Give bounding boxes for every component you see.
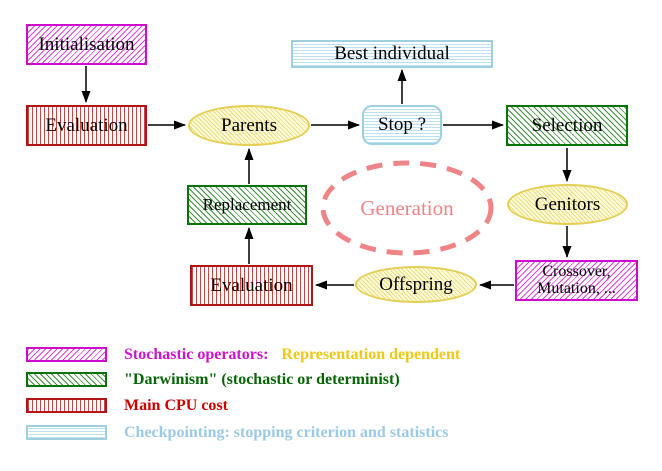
node-stop: Stop ? xyxy=(362,105,442,145)
node-evaluation-bottom: Evaluation xyxy=(190,265,313,306)
node-selection-label: Selection xyxy=(531,114,603,136)
node-mutation-label: Mutation, ... xyxy=(537,279,616,297)
legend-swatch-darwinism xyxy=(26,372,107,387)
node-crossover-label: Crossover, xyxy=(542,262,611,280)
generation-label: Generation xyxy=(360,196,454,220)
node-crossover-mutation: Crossover, Mutation, ... xyxy=(515,260,638,301)
node-genitors: Genitors xyxy=(507,184,628,225)
node-evaluation-bottom-label: Evaluation xyxy=(210,274,293,296)
node-parents: Parents xyxy=(188,105,310,146)
generation-dashed-ellipse xyxy=(320,160,494,256)
legend-row-checkpointing: Checkpointing: stopping criterion and st… xyxy=(124,423,449,441)
legend-row-stochastic: Stochastic operators: Representation dep… xyxy=(124,345,461,363)
legend-row-cpu-cost: Main CPU cost xyxy=(124,396,228,414)
node-initialisation-label: Initialisation xyxy=(38,33,135,55)
legend-row-darwinism: "Darwinism" (stochastic or determinist) xyxy=(124,370,400,388)
legend-swatch-cpu-cost xyxy=(26,398,107,413)
node-best-individual-label: Best individual xyxy=(334,43,450,65)
node-selection: Selection xyxy=(506,105,628,146)
node-offspring-label: Offspring xyxy=(379,273,453,295)
node-best-individual: Best individual xyxy=(291,40,493,68)
node-replacement-label: Replacement xyxy=(202,195,292,215)
legend-swatch-checkpointing xyxy=(26,425,107,440)
node-replacement: Replacement xyxy=(187,185,307,225)
node-evaluation-top: Evaluation xyxy=(26,105,147,146)
node-offspring: Offspring xyxy=(355,266,477,303)
legend-label-darwinism: "Darwinism" (stochastic or determinist) xyxy=(124,370,400,388)
node-initialisation: Initialisation xyxy=(26,24,147,65)
legend-label-checkpointing: Checkpointing: stopping criterion and st… xyxy=(124,423,449,441)
legend-label-cpu-cost: Main CPU cost xyxy=(124,396,228,414)
node-parents-label: Parents xyxy=(221,114,277,136)
legend-label-stochastic-operators: Stochastic operators: xyxy=(124,345,269,363)
node-genitors-label: Genitors xyxy=(534,193,601,215)
node-stop-label: Stop ? xyxy=(377,114,427,136)
legend-swatch-stochastic xyxy=(26,347,107,362)
node-evaluation-top-label: Evaluation xyxy=(45,114,128,136)
legend-label-representation-dependent: Representation dependent xyxy=(281,345,461,363)
